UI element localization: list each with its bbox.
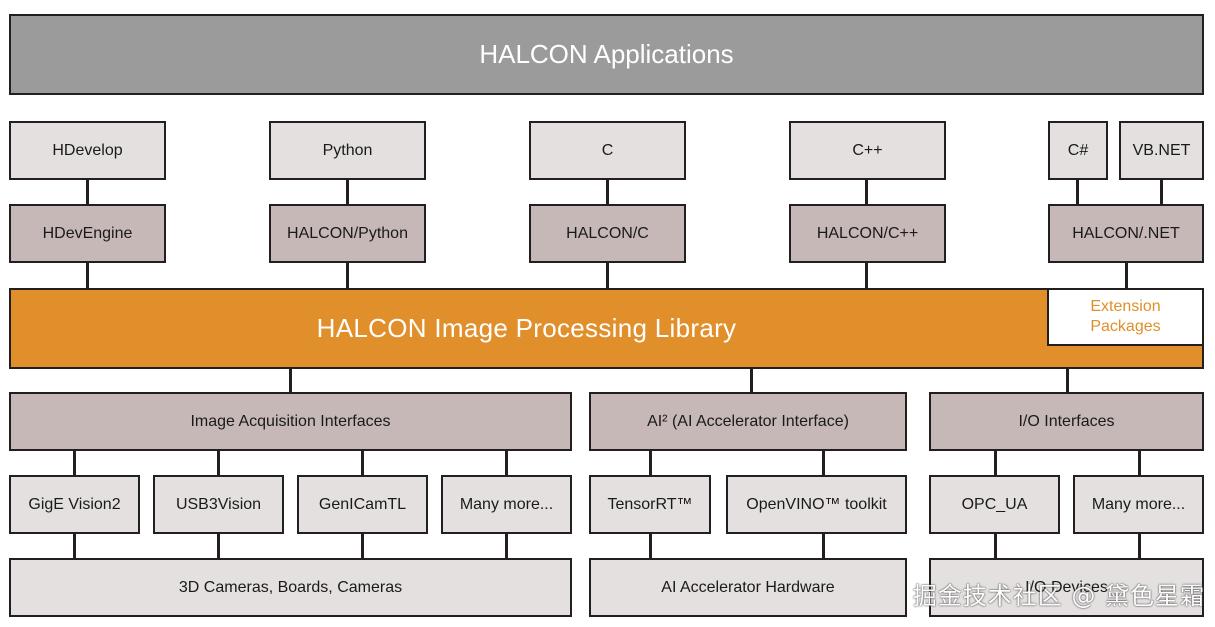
halcon-applications-box: HALCON Applications [9, 14, 1204, 95]
connector [606, 261, 609, 290]
connector [1138, 449, 1141, 477]
hdevelop-box: HDevelop [9, 121, 166, 180]
halcon-cpp-box: HALCON/C++ [789, 204, 946, 263]
extension-packages-box: Extension Packages [1047, 288, 1204, 346]
vbnet-box: VB.NET [1119, 121, 1204, 180]
cameras-hardware-label: 3D Cameras, Boards, Cameras [178, 578, 403, 596]
image-acquisition-interfaces-label: Image Acquisition Interfaces [190, 412, 391, 430]
ai-accelerator-hardware-box: AI Accelerator Hardware [589, 558, 907, 617]
connector [750, 367, 753, 394]
connector [649, 449, 652, 477]
connector [505, 532, 508, 560]
connector [822, 532, 825, 560]
opc-ua-box: OPC_UA [929, 475, 1060, 534]
io-devices-label: I/O Devices [1025, 578, 1108, 596]
connector [289, 367, 292, 394]
connector [346, 178, 349, 206]
halcon-cpp-label: HALCON/C++ [816, 224, 919, 242]
c-box: C [529, 121, 686, 180]
ai-accelerator-hardware-label: AI Accelerator Hardware [661, 578, 835, 596]
extension-packages-label-line1: Extension [1090, 298, 1161, 315]
connector [86, 261, 89, 290]
gige-vision2-label: GigE Vision2 [28, 495, 121, 513]
halcon-python-label: HALCON/Python [287, 224, 408, 242]
connector [361, 449, 364, 477]
io-many-more-box: Many more... [1073, 475, 1204, 534]
gige-vision2-box: GigE Vision2 [9, 475, 140, 534]
connector [865, 261, 868, 290]
connector [1160, 178, 1163, 206]
cpp-box: C++ [789, 121, 946, 180]
csharp-box: C# [1048, 121, 1108, 180]
connector [606, 178, 609, 206]
io-interfaces-label: I/O Interfaces [1018, 412, 1115, 430]
extension-packages-label-line2: Packages [1090, 318, 1161, 335]
watermark-text: 掘金技术社区 @ 黛色星霜 [912, 582, 1205, 610]
halcon-library-box: HALCON Image Processing Library [9, 288, 1204, 369]
halcon-python-box: HALCON/Python [269, 204, 426, 263]
c-label: C [601, 141, 614, 159]
connector [86, 178, 89, 206]
halcon-net-label: HALCON/.NET [1072, 224, 1180, 242]
usb3vision-box: USB3Vision [153, 475, 284, 534]
connector [73, 449, 76, 477]
openvino-label: OpenVINO™ toolkit [746, 495, 887, 513]
connector [865, 178, 868, 206]
connector [217, 449, 220, 477]
vbnet-label: VB.NET [1132, 141, 1191, 159]
acquisition-many-more-box: Many more... [441, 475, 572, 534]
hdevengine-box: HDevEngine [9, 204, 166, 263]
genicamtl-box: GenICamTL [297, 475, 428, 534]
connector [346, 261, 349, 290]
python-box: Python [269, 121, 426, 180]
io-devices-box: I/O Devices [929, 558, 1204, 617]
connector [1076, 178, 1079, 206]
halcon-c-box: HALCON/C [529, 204, 686, 263]
ai2-interface-label: AI² (AI Accelerator Interface) [647, 412, 849, 430]
connector [994, 449, 997, 477]
halcon-c-label: HALCON/C [566, 224, 649, 242]
tensorrt-label: TensorRT™ [607, 495, 693, 513]
cameras-hardware-box: 3D Cameras, Boards, Cameras [9, 558, 572, 617]
cpp-label: C++ [852, 141, 883, 159]
connector [1066, 367, 1069, 394]
io-interfaces-box: I/O Interfaces [929, 392, 1204, 451]
connector [1138, 532, 1141, 560]
halcon-library-label: HALCON Image Processing Library [316, 313, 737, 344]
python-label: Python [322, 141, 373, 159]
connector [649, 532, 652, 560]
usb3vision-label: USB3Vision [175, 495, 262, 513]
connector [217, 532, 220, 560]
io-many-more-label: Many more... [1091, 495, 1186, 513]
connector [1125, 261, 1128, 290]
image-acquisition-interfaces-box: Image Acquisition Interfaces [9, 392, 572, 451]
genicamtl-label: GenICamTL [318, 495, 407, 513]
connector [73, 532, 76, 560]
csharp-label: C# [1067, 141, 1089, 159]
tensorrt-box: TensorRT™ [589, 475, 711, 534]
hdevengine-label: HDevEngine [42, 224, 133, 242]
opc-ua-label: OPC_UA [961, 495, 1028, 513]
connector [361, 532, 364, 560]
openvino-box: OpenVINO™ toolkit [726, 475, 907, 534]
connector [822, 449, 825, 477]
hdevelop-label: HDevelop [52, 141, 123, 159]
halcon-applications-label: HALCON Applications [479, 39, 734, 70]
halcon-net-box: HALCON/.NET [1048, 204, 1204, 263]
acquisition-many-more-label: Many more... [459, 495, 554, 513]
connector [505, 449, 508, 477]
ai2-interface-box: AI² (AI Accelerator Interface) [589, 392, 907, 451]
connector [994, 532, 997, 560]
